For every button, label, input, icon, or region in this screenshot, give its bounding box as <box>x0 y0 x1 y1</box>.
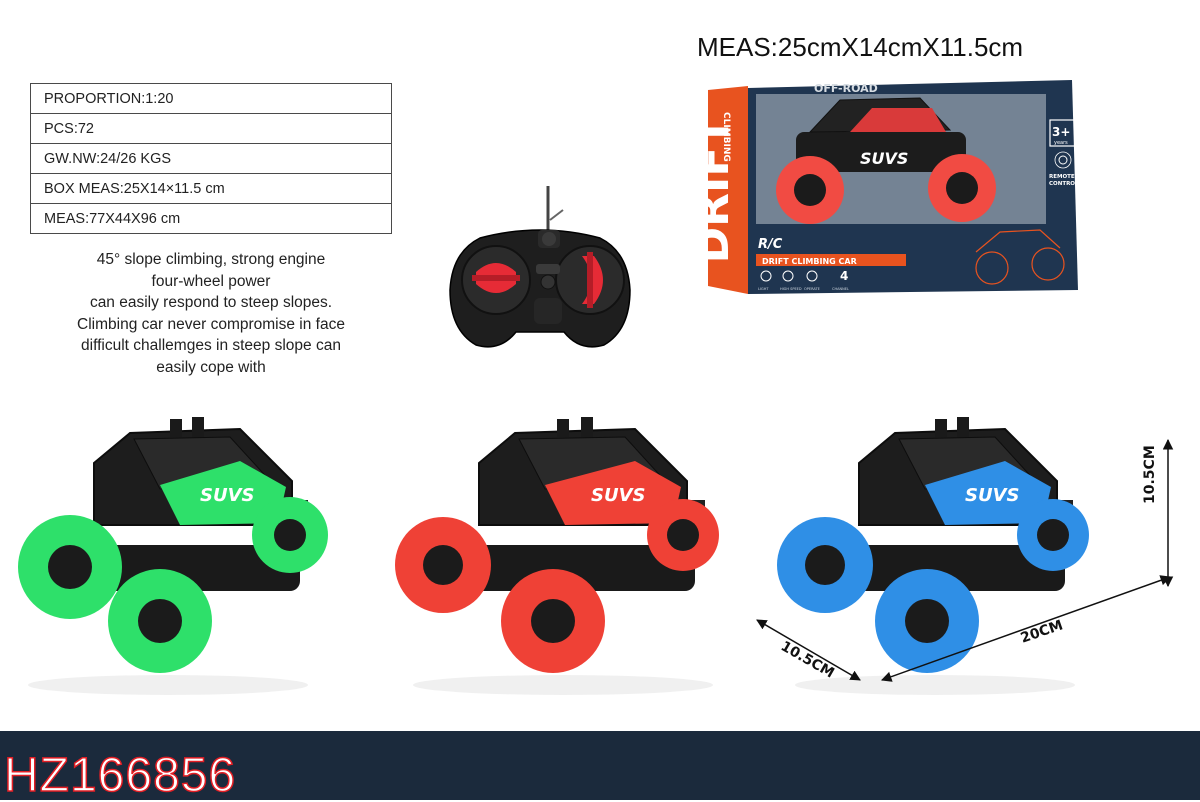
box-age-unit: years <box>1054 140 1068 146</box>
description-line: four-wheel power <box>151 272 271 290</box>
box-remote-label: REMOTE <box>1049 174 1075 180</box>
height-dimension-label: 10.5CM <box>1142 445 1158 504</box>
spec-proportion: PROPORTION:1:20 <box>30 83 392 114</box>
box-age-badge <box>1049 119 1077 147</box>
box-feature-icons: 4 LIGHT HIGH SPEED OPERATE CHANNEL <box>758 269 849 291</box>
box-channel-number: 4 <box>840 269 848 283</box>
box-banner: DRIFT CLIMBING CAR <box>762 257 857 266</box>
car-decal-blue: SUVS <box>965 485 1019 506</box>
box-rc-label: R/C <box>758 237 783 252</box>
box-age: 3+ <box>1052 125 1070 139</box>
car-image-red: SUVS <box>395 417 719 695</box>
box-side-small: CLIMBING <box>721 112 731 162</box>
model-code: HZ166856 <box>3 749 237 802</box>
car-decal-red: SUVS <box>591 485 645 506</box>
antenna-signal-icon <box>1054 151 1072 169</box>
length-arrow <box>881 575 1171 682</box>
spec-row: PCS:72 <box>30 113 392 144</box>
spec-carton-meas: MEAS:77X44X96 cm <box>30 203 392 234</box>
box-sketch-car-image <box>975 229 1065 285</box>
description-line: Climbing car never compromise in face <box>77 315 345 333</box>
product-box-image: DRIFT CLIMBING OFF-ROAD SUVS R/C DRIFT C… <box>688 80 1079 294</box>
spec-table: PROPORTION:1:20 PCS:72 GW.NW:24/26 KGS B… <box>30 83 392 234</box>
boxed-car-decal: SUVS <box>860 149 908 168</box>
car-decal-green: SUVS <box>200 485 254 506</box>
remote-controller-image <box>449 186 631 348</box>
box-top-logo: OFF-ROAD <box>814 82 878 95</box>
box-feature-label: LIGHT <box>758 287 769 291</box>
footer-band <box>0 731 1200 800</box>
spec-box-meas: BOX MEAS:25X14×11.5 cm <box>30 173 392 204</box>
boxed-car-image: SUVS <box>776 97 996 224</box>
width-arrow <box>756 619 861 681</box>
product-description: 45° slope climbing, strong engine four-w… <box>30 249 392 378</box>
car-image-green: SUVS <box>18 417 328 695</box>
description-line: easily cope with <box>156 358 266 376</box>
description-line: 45° slope climbing, strong engine <box>96 251 326 268</box>
spec-row: MEAS:77X44X96 cm <box>30 203 392 234</box>
spec-row: PROPORTION:1:20 <box>30 83 392 114</box>
spec-pcs: PCS:72 <box>30 113 392 144</box>
box-feature-label: OPERATE <box>804 287 820 291</box>
description-line: can easily respond to steep slopes. <box>89 294 333 311</box>
description-line: difficult challemges in steep slope can <box>81 337 341 354</box>
box-feature-label: HIGH SPEED <box>780 287 802 291</box>
box-side-text: DRIFT <box>688 117 739 264</box>
box-feature-label: CHANNEL <box>832 287 849 291</box>
spec-row: BOX MEAS:25X14×11.5 cm <box>30 173 392 204</box>
box-control-label: CONTROL <box>1049 181 1079 187</box>
package-measure: MEAS:25cmX14cmX11.5cm <box>697 32 1024 62</box>
